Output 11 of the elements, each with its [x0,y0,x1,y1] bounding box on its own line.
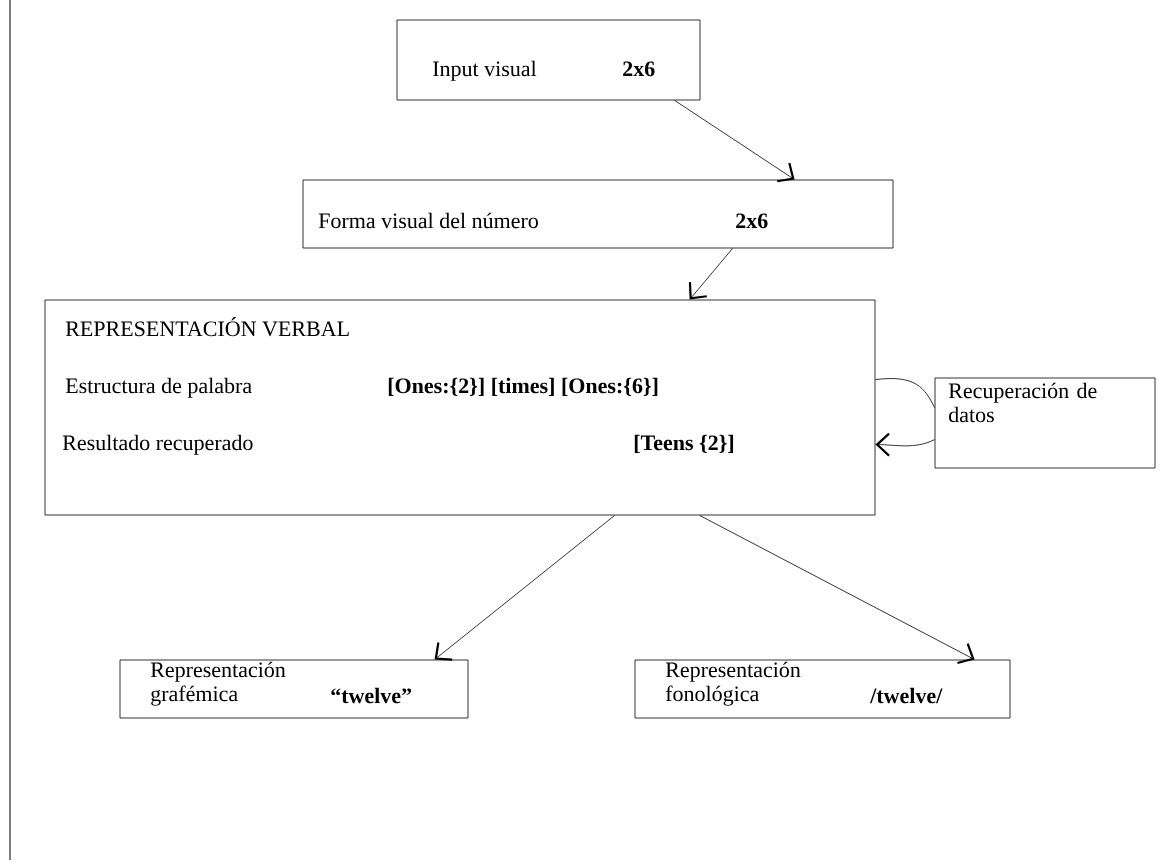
arrow [699,515,975,665]
process-box: Input visual 2x6 [396,19,701,101]
arrow [688,248,733,300]
arrow [434,515,615,661]
arrow [674,100,795,183]
process-box: Representación fonológica /twelve/ [634,659,1011,719]
process-box: Recuperación de datos [934,377,1156,469]
process-box: REPRESENTACIÓN VERBAL Estructura de palabra [Ones:{2}] [times] [Ones:{6}] Resultado recuperado [Teens {2}] [44,299,876,516]
arrow [875,432,935,457]
process-box: Representación grafémica “twelve” [119,659,469,719]
process-box: Forma visual del número 2x6 [302,179,894,249]
